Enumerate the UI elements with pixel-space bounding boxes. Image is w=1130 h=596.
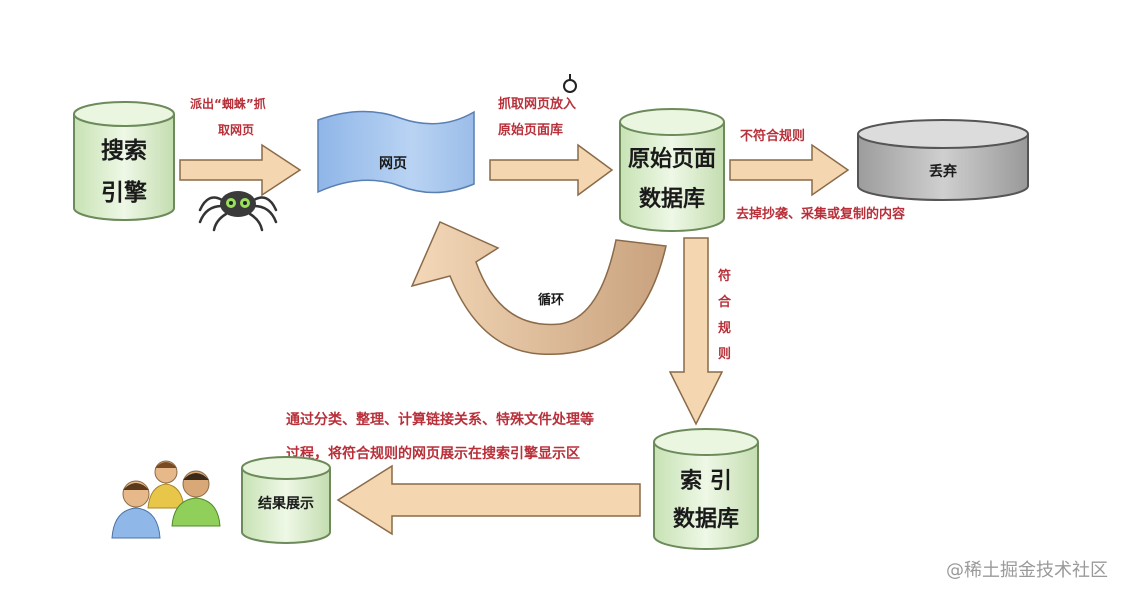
search-engine-cylinder: 搜索 引擎 bbox=[73, 101, 175, 221]
conform-char-4: 则 bbox=[718, 346, 731, 362]
marker-icon bbox=[563, 74, 577, 93]
conform-char-2: 合 bbox=[718, 294, 732, 310]
result-display-label: 结果展示 bbox=[258, 495, 314, 512]
store-annotation-2: 原始页面库 bbox=[498, 122, 563, 138]
arrow-display bbox=[336, 464, 641, 536]
index-database-cylinder: 索 引 数据库 bbox=[653, 428, 759, 550]
reject-annotation: 不符合规则 bbox=[740, 128, 805, 144]
loop-label: 循环 bbox=[538, 292, 564, 308]
arrow-conform bbox=[668, 237, 724, 426]
arrow-crawl bbox=[179, 143, 302, 197]
search-engine-label-2: 引擎 bbox=[101, 179, 147, 206]
conform-char-3: 规 bbox=[718, 321, 731, 336]
loop-arrow: 循环 bbox=[410, 221, 667, 356]
spider-icon bbox=[198, 191, 278, 232]
process-annotation-1: 通过分类、整理、计算链接关系、特殊文件处理等 bbox=[286, 411, 594, 428]
discard-label: 丢弃 bbox=[929, 163, 957, 180]
process-annotation-2: 过程，将符合规则的网页展示在搜索引擎显示区 bbox=[286, 445, 580, 462]
spider-annotation-1: 派出“蜘蛛”抓 bbox=[190, 96, 266, 111]
conform-char-1: 符 bbox=[718, 268, 731, 284]
arrow-reject bbox=[729, 143, 850, 197]
reject-detail-annotation: 去掉抄袭、采集或复制的内容 bbox=[736, 206, 905, 222]
store-annotation-1: 抓取网页放入 bbox=[498, 96, 576, 112]
raw-db-label-1: 原始页面 bbox=[628, 146, 716, 172]
discard-cylinder: 丢弃 bbox=[857, 119, 1029, 201]
spider-annotation-2: 取网页 bbox=[218, 123, 254, 137]
search-engine-label-1: 搜索 bbox=[101, 138, 147, 164]
index-db-label-2: 数据库 bbox=[673, 506, 739, 532]
raw-db-label-2: 数据库 bbox=[639, 186, 705, 212]
raw-page-database-cylinder: 原始页面 数据库 bbox=[619, 108, 725, 232]
webpage-document: 网页 bbox=[317, 110, 475, 194]
arrow-store bbox=[489, 143, 614, 197]
watermark: @稀土掘金技术社区 bbox=[946, 560, 1108, 581]
webpage-label: 网页 bbox=[379, 156, 407, 172]
index-db-label-1: 索 引 bbox=[680, 469, 732, 494]
users-icon bbox=[111, 460, 221, 539]
result-display-cylinder: 结果展示 bbox=[241, 456, 331, 544]
